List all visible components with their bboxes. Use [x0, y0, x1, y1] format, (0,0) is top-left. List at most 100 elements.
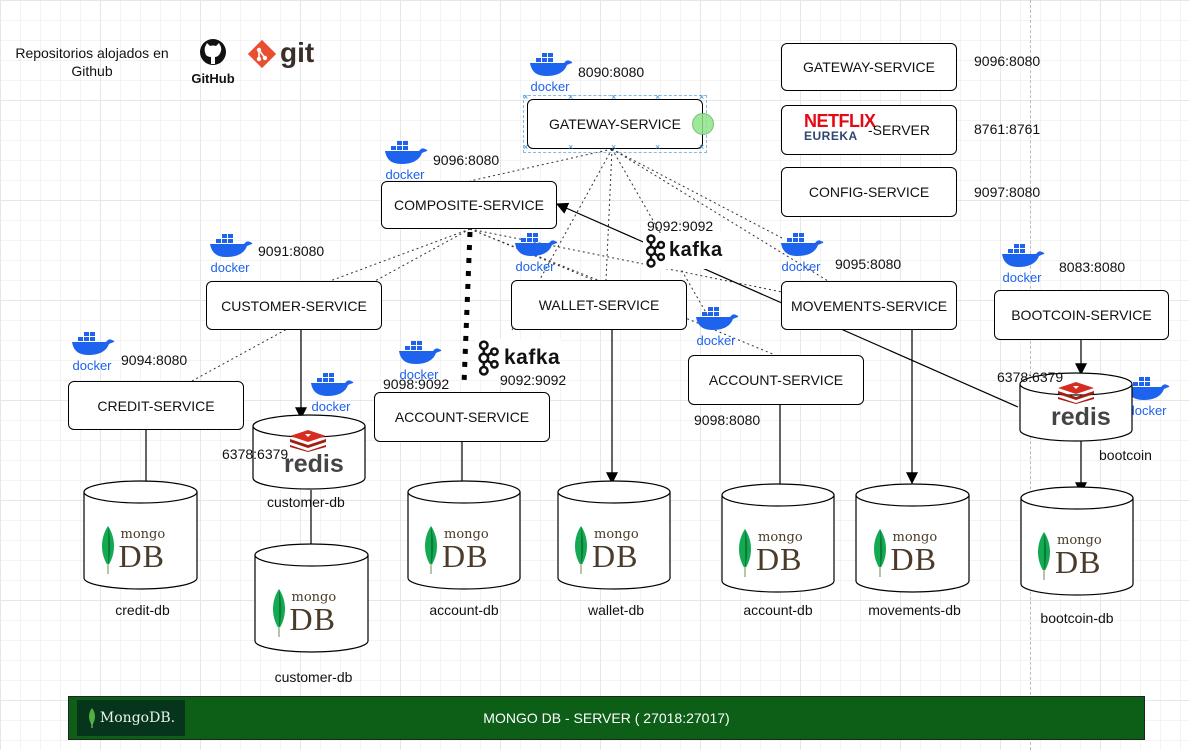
- docker-logo-redis-bootcoin: docker: [1123, 376, 1171, 418]
- wallet-service-label: WALLET-SERVICE: [538, 297, 660, 313]
- customer-service-port: 9091:8080: [258, 243, 325, 259]
- docker-label: docker: [781, 259, 821, 274]
- cylinder-shape: [407, 480, 521, 590]
- docker-whale-icon: [781, 233, 824, 256]
- selection-handle[interactable]: ×: [523, 142, 529, 152]
- docker-whale-icon: [385, 141, 428, 164]
- movements-service-box[interactable]: MOVEMENTS-SERVICE: [781, 281, 957, 330]
- redis-brand-text: redis: [1051, 403, 1111, 431]
- mongo-text: mongo: [892, 530, 938, 545]
- composite-service-label: COMPOSITE-SERVICE: [394, 197, 544, 213]
- mongodb-wallet-label: wallet-db: [587, 602, 645, 618]
- redis-icon: [1058, 382, 1094, 404]
- mongo-leaf-icon: [88, 708, 95, 728]
- redis-bootcoin-label: bootcoin: [1099, 447, 1152, 463]
- kafka-upper-label: kafka: [669, 239, 723, 261]
- account-service-port: 9098:9092: [383, 376, 450, 392]
- bootcoin-service-box[interactable]: BOOTCOIN-SERVICE: [994, 290, 1169, 340]
- selection-handle[interactable]: ×: [611, 92, 617, 102]
- bootcoin-service-port: 8083:8080: [1059, 259, 1126, 275]
- account-service-right-label: ACCOUNT-SERVICE: [708, 372, 844, 388]
- movements-service-port: 9095:8080: [835, 256, 902, 272]
- db-text: DB: [1055, 544, 1102, 580]
- edge-gateway-wallet2: [605, 148, 613, 281]
- redis-cache-bootcoin[interactable]: redis: [1019, 372, 1133, 442]
- docker-logo-gateway: docker: [526, 52, 574, 94]
- docker-whale-icon: [515, 233, 558, 256]
- selection-handle[interactable]: ×: [611, 142, 617, 152]
- legend-config-box[interactable]: CONFIG-SERVICE: [781, 167, 957, 217]
- repo-caption: Repositorios alojados en Github: [10, 44, 174, 80]
- docker-whale-icon: [72, 332, 115, 355]
- docker-logo-redis-customer: docker: [307, 372, 355, 413]
- redis-bootcoin-port: 6378:6379: [997, 369, 1064, 385]
- selection-handle[interactable]: ×: [655, 92, 661, 102]
- docker-whale-icon: [399, 341, 442, 364]
- mongodb-customer-label: customer-db: [274, 669, 353, 685]
- netflix-eureka-logo: NETFLIX EUREKA: [804, 112, 876, 144]
- redis-cache-customer[interactable]: redis: [252, 414, 366, 490]
- customer-service-box[interactable]: CUSTOMER-SERVICE: [206, 281, 382, 330]
- mongo-leaf-icon: [739, 529, 751, 577]
- mongo-text: mongo: [1057, 533, 1102, 548]
- credit-service-box[interactable]: CREDIT-SERVICE: [68, 381, 244, 430]
- rotate-handle[interactable]: [692, 113, 714, 135]
- mongo-leaf-icon: [575, 526, 587, 574]
- docker-whale-icon: [210, 234, 253, 257]
- cylinder-shape: [254, 543, 369, 653]
- docker-label: docker: [399, 367, 439, 382]
- kafka-lower-label: kafka: [504, 346, 561, 369]
- kafka-icon: [478, 340, 499, 376]
- selection-handle[interactable]: ×: [523, 92, 529, 102]
- edge-gateway-movements: [611, 148, 829, 282]
- mongo-leaf-icon: [1038, 532, 1050, 580]
- repo-caption-line1: Repositorios alojados en: [15, 45, 169, 61]
- wallet-service-box[interactable]: WALLET-SERVICE: [511, 280, 687, 330]
- gateway-service-box[interactable]: GATEWAY-SERVICE: [527, 99, 703, 149]
- redis-customer-port: 6378:6379: [222, 446, 289, 462]
- cylinder-shape: [83, 480, 198, 590]
- mongo-text: mongo: [291, 590, 337, 605]
- account-service-box[interactable]: ACCOUNT-SERVICE: [374, 392, 550, 442]
- legend-gateway-port: 9096:8080: [974, 53, 1041, 69]
- git-icon: [247, 39, 277, 69]
- kafka-upper: kafka: [643, 233, 723, 269]
- selection-handle[interactable]: ×: [699, 142, 705, 152]
- git-logo: git: [247, 37, 321, 72]
- db-text: DB: [592, 538, 639, 574]
- selection-handle[interactable]: ×: [568, 92, 574, 102]
- kafka-upper-port: 9092:9092: [647, 218, 714, 234]
- docker-logo-customer: docker: [206, 233, 254, 275]
- docker-whale-icon: [1002, 244, 1045, 267]
- account-service-right-box[interactable]: ACCOUNT-SERVICE: [688, 355, 864, 405]
- docker-logo-composite: docker: [381, 140, 429, 182]
- mongo-text: mongo: [594, 527, 639, 542]
- mongo-leaf-icon: [873, 529, 886, 577]
- selection-handle[interactable]: ×: [699, 92, 705, 102]
- docker-label: docker: [530, 79, 570, 94]
- kafka-icon: [645, 234, 665, 268]
- docker-label: docker: [210, 260, 250, 275]
- docker-label: docker: [1127, 403, 1167, 418]
- db-text: DB: [442, 538, 489, 574]
- edge-gateway-composite: [469, 148, 613, 182]
- redis-logo: [288, 428, 328, 457]
- legend-eureka-box[interactable]: NETFLIX EUREKA -SERVER: [781, 105, 957, 155]
- selection-handle[interactable]: ×: [655, 142, 661, 152]
- legend-gateway-box[interactable]: GATEWAY-SERVICE: [781, 43, 957, 91]
- mongodb-server-bar[interactable]: MongoDB. MONGO DB - SERVER ( 27018:27017…: [68, 696, 1145, 740]
- db-text: DB: [890, 541, 937, 577]
- docker-label: docker: [385, 167, 425, 182]
- github-icon: [200, 39, 226, 65]
- selection-handle[interactable]: ×: [568, 142, 574, 152]
- composite-service-box[interactable]: COMPOSITE-SERVICE: [381, 181, 557, 229]
- cylinder-shape: [721, 483, 835, 593]
- mongo-text: mongo: [758, 530, 803, 545]
